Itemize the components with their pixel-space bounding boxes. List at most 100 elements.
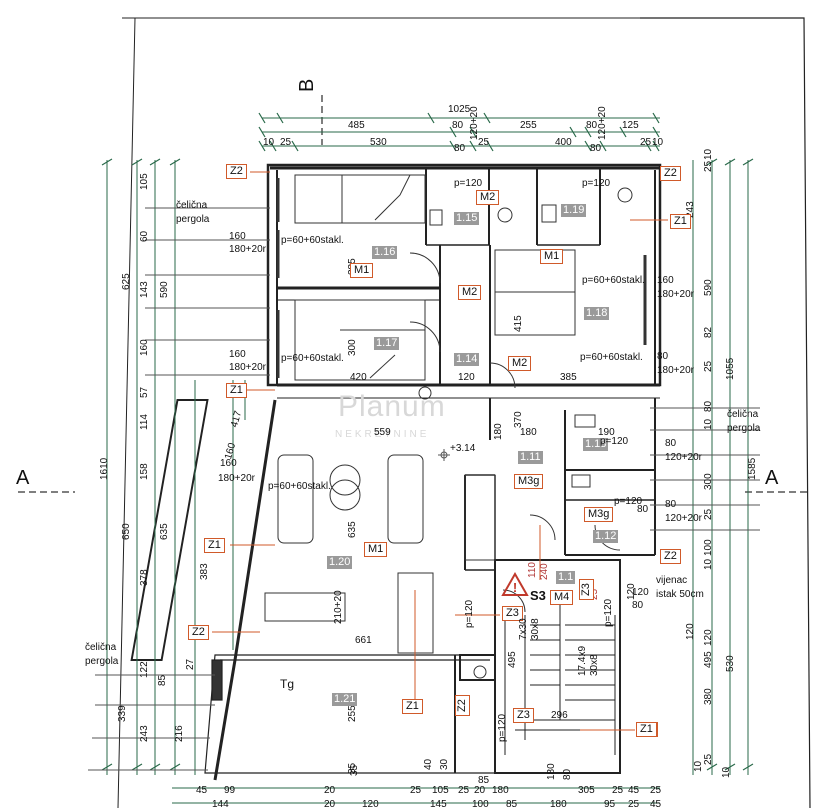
dim-left-in-n: 243	[139, 725, 150, 742]
dim-int-p: 110	[527, 562, 538, 578]
door-glass-label: p=60+60stakl.	[281, 235, 344, 246]
dim-left-in-p: 27	[185, 658, 196, 670]
dim-top-2e: 80	[586, 120, 598, 131]
watermark-subtitle: NEKRETNINE	[335, 429, 430, 440]
code-tag: Z2	[455, 695, 470, 716]
dim-int-h: 559	[374, 427, 391, 438]
dim-left-in-k: 122	[139, 661, 150, 678]
code-tag: Z2	[226, 164, 247, 179]
dim-right-in-r: 10	[721, 766, 732, 778]
stair-label: 30x8	[589, 654, 600, 676]
window-size: 160	[220, 458, 237, 469]
dim-bottom-2a: 144	[212, 799, 229, 810]
door-width-label: p=120	[603, 598, 614, 627]
dim-bottom-ex-a: 85	[478, 775, 490, 786]
dim-bottom-1j: 25	[612, 785, 624, 796]
dim-bottom-2j: 45	[650, 799, 662, 810]
dim-int-u: 495	[507, 651, 518, 668]
dim-left-in-e: 160	[139, 339, 150, 356]
dim-bottom-2g: 180	[550, 799, 567, 810]
dim-right-in-d: 590	[703, 279, 714, 296]
room-label: 1.17	[374, 337, 400, 350]
door-glass-label: p=60+60stakl.	[268, 481, 331, 492]
dim-right-in-a: 25	[703, 160, 714, 172]
dim-top-3g: 80	[590, 143, 602, 154]
stair-label: 30x8	[530, 618, 541, 640]
code-tag: Z1	[402, 699, 423, 714]
dim-left-outer: 1610	[99, 457, 110, 480]
code-tag: Z2	[660, 549, 681, 564]
door-glass-label: p=60+60stakl.	[582, 275, 645, 286]
door-width-label: p=120	[464, 599, 475, 628]
code-tag: M4	[550, 590, 574, 605]
dim-right-in-o: 380	[703, 688, 714, 705]
code-tag: Z1	[226, 383, 247, 398]
room-label: 1.13	[583, 438, 609, 451]
door-glass-label: p=60+60stakl.	[281, 353, 344, 364]
window-size: 180+20r	[657, 289, 694, 300]
section-mark-a-right: A	[765, 467, 779, 489]
code-tag: Z1	[670, 214, 691, 229]
pergola-label: čelična	[727, 409, 759, 420]
room-label: 1.11	[518, 451, 543, 464]
dim-right-in-f: 25	[703, 360, 714, 372]
pergola-label: pergola	[727, 423, 761, 434]
dim-bottom-1b: 99	[224, 785, 236, 796]
dim-bottom-2e: 100	[472, 799, 489, 810]
code-tag: Z3	[513, 708, 534, 723]
stair-label: 7x30	[518, 618, 529, 640]
dim-right-mid-a: 1055	[725, 357, 736, 380]
room-label: 1.18	[584, 307, 610, 320]
code-tag: Z3	[502, 606, 523, 621]
dim-top-3i: 10	[652, 137, 664, 148]
dim-top-2g: 125	[622, 120, 639, 131]
dim-int-c: 420	[350, 372, 367, 383]
dim-right-outer: 1585	[747, 457, 758, 480]
level-marker: +3.14	[450, 443, 476, 454]
watermark: Planum	[338, 390, 446, 423]
dim-left-mid-b: 650	[121, 523, 132, 540]
dim-right-in-p: 120	[685, 623, 696, 640]
dim-right-in-k: 100	[703, 539, 714, 556]
dim-right-in-i: 300	[703, 473, 714, 490]
window-size: 80	[665, 438, 677, 449]
dim-right-in-h: 10	[703, 418, 714, 430]
dim-int-w: 120	[632, 587, 649, 598]
dim-left-in-l: 85	[157, 674, 168, 686]
door-width-label: p=120	[454, 178, 483, 189]
window-size: 180+20r	[229, 244, 266, 255]
code-tag: M3g	[514, 474, 544, 489]
svg-text:!: !	[513, 580, 517, 595]
code-tag: M1	[350, 263, 374, 278]
room-label: 1.20	[327, 556, 353, 569]
pergola-label: pergola	[85, 656, 119, 667]
dim-right-in-n: 495	[703, 651, 714, 668]
cornice-label: vijenac	[656, 575, 688, 586]
dim-int-l: 661	[355, 635, 372, 646]
door-width-label: p=120	[614, 496, 643, 507]
dim-int-f: 415	[513, 315, 524, 332]
room-label: 1.1	[556, 571, 576, 584]
dim-right-in-g: 80	[703, 400, 714, 412]
dim-right-in-e: 82	[703, 326, 714, 338]
dim-top-3c: 530	[370, 137, 387, 148]
dim-bottom-ex-g: 80	[562, 768, 573, 780]
dim-top-2d: 255	[520, 120, 537, 131]
window-size: 180+20r	[229, 362, 266, 373]
dim-int-q: 240	[539, 563, 550, 580]
code-tag: M2	[476, 190, 500, 205]
dim-top-3d: 80	[454, 143, 466, 154]
dim-left-in-g: 114	[139, 414, 150, 430]
window-size: 160	[229, 349, 246, 360]
dim-int-d: 120	[458, 372, 475, 383]
dim-left-in-a: 105	[139, 173, 150, 190]
pergola-label: čelična	[176, 200, 208, 211]
dim-bottom-ex-f: 180	[546, 763, 557, 780]
cornice-label: istak 50cm	[656, 589, 704, 600]
dim-top-2c: 120+20	[469, 106, 480, 140]
dim-int-n: 35	[347, 762, 358, 774]
code-tag: Z2	[660, 166, 681, 181]
terrace-label: Tg	[280, 677, 295, 691]
window-size: 180+20r	[218, 473, 255, 484]
dim-left-mid-a: 625	[121, 273, 132, 290]
